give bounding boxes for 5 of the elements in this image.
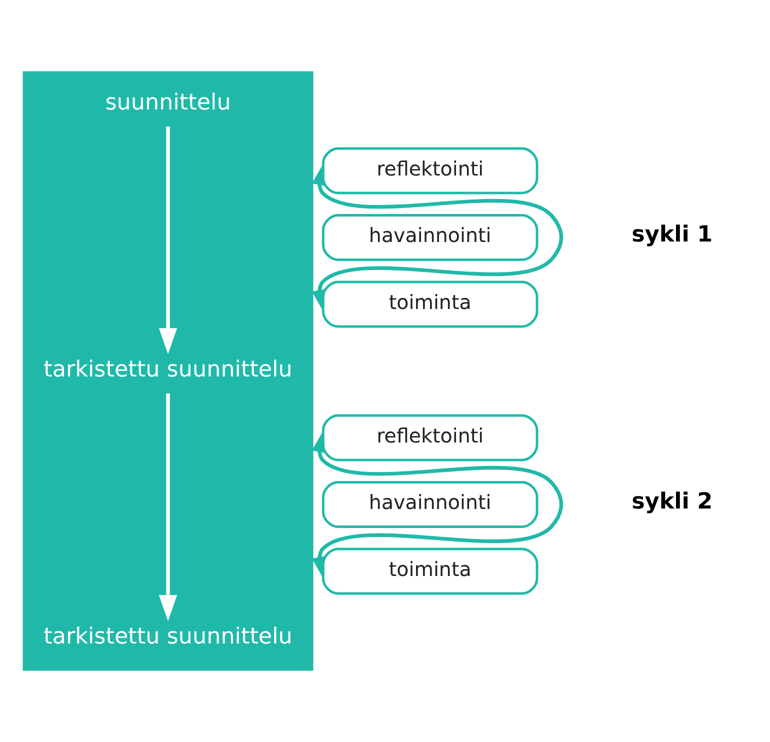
- node-text: tarkistettu suunnittelu: [44, 356, 292, 382]
- label: sykli 1: [632, 222, 713, 248]
- label: sykli 2: [632, 488, 713, 515]
- node-text: tarkistettu suunnittelu: [44, 623, 292, 650]
- node-text: suunnittelu: [105, 89, 231, 116]
